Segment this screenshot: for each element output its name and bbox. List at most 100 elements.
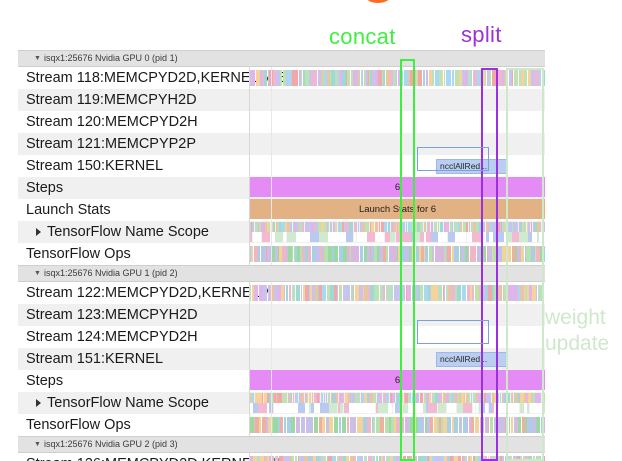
trace-event-block[interactable]	[323, 70, 324, 86]
trace-event-block[interactable]	[461, 393, 462, 403]
trace-event-block[interactable]	[314, 403, 320, 413]
trace-event-block[interactable]	[266, 246, 267, 262]
trace-event-block[interactable]	[312, 393, 313, 403]
trace-event-block[interactable]	[326, 417, 329, 433]
trace-event-block[interactable]	[360, 246, 363, 262]
trace-event-block[interactable]	[298, 403, 305, 413]
trace-event-block[interactable]	[374, 285, 376, 301]
name-scope-strip-upper[interactable]	[250, 222, 545, 232]
trace-event-block[interactable]	[446, 222, 449, 232]
trace-event-block[interactable]	[250, 70, 251, 86]
trace-event-block[interactable]	[517, 417, 518, 433]
trace-event-block[interactable]	[316, 456, 317, 461]
trace-event-block[interactable]	[385, 417, 389, 433]
trace-event-block[interactable]	[267, 417, 268, 433]
trace-event-block[interactable]	[417, 222, 420, 232]
trace-event-block[interactable]	[305, 403, 309, 413]
trace-event-block[interactable]	[343, 456, 346, 461]
trace-event-block[interactable]	[312, 246, 316, 262]
trace-event-block[interactable]	[275, 456, 276, 461]
trace-event-block[interactable]	[441, 417, 443, 433]
trace-event-block[interactable]	[435, 246, 438, 262]
trace-event-block[interactable]	[260, 456, 264, 461]
trace-event-block[interactable]	[377, 246, 379, 262]
trace-event-block[interactable]	[405, 393, 408, 403]
trace-event-block[interactable]	[262, 393, 263, 403]
trace-event-block[interactable]	[471, 417, 474, 433]
trace-event-block[interactable]	[293, 222, 294, 232]
trace-event-block[interactable]	[317, 393, 319, 403]
trace-event-block[interactable]	[523, 456, 525, 461]
trace-event-block[interactable]	[301, 70, 302, 86]
trace-event-block[interactable]	[538, 285, 542, 301]
trace-event-block[interactable]	[345, 222, 348, 232]
trace-event-block[interactable]	[518, 417, 521, 433]
trace-event-block[interactable]	[428, 403, 437, 413]
trace-event-block[interactable]	[408, 222, 411, 232]
trace-event-block[interactable]	[318, 70, 321, 86]
trace-event-block[interactable]	[493, 232, 496, 242]
trace-event-block[interactable]	[492, 246, 493, 262]
trace-event-block[interactable]	[482, 456, 484, 461]
trace-event-block[interactable]	[527, 403, 529, 413]
trace-event-block[interactable]	[499, 246, 502, 262]
trace-event-block[interactable]	[367, 246, 370, 262]
trace-event-block[interactable]	[331, 393, 332, 403]
trace-event-block[interactable]	[328, 246, 332, 262]
timeline-track[interactable]	[250, 221, 545, 243]
trace-event-block[interactable]	[405, 246, 409, 262]
trace-event-block[interactable]	[511, 393, 513, 403]
trace-event-block[interactable]	[434, 222, 437, 232]
trace-event-block[interactable]	[403, 403, 408, 413]
trace-event-block[interactable]	[518, 285, 520, 301]
trace-event-block[interactable]	[386, 456, 390, 461]
trace-event-block[interactable]	[384, 222, 387, 232]
trace-event-block[interactable]	[291, 417, 295, 433]
trace-event-block[interactable]	[277, 285, 281, 301]
trace-event-block[interactable]	[367, 222, 369, 232]
trace-event-block[interactable]	[509, 222, 512, 232]
trace-event-block[interactable]	[492, 70, 496, 86]
trace-event-block[interactable]	[523, 285, 524, 301]
trace-event-block[interactable]	[377, 456, 378, 461]
trace-event-block[interactable]	[322, 246, 323, 262]
trace-event-block[interactable]	[414, 222, 416, 232]
trace-event-block[interactable]	[488, 246, 492, 262]
trace-event-block[interactable]	[482, 393, 484, 403]
trace-event-block[interactable]	[258, 393, 260, 403]
trace-event-block[interactable]	[498, 70, 502, 86]
trace-event-block[interactable]	[426, 403, 428, 413]
trace-event-block[interactable]	[433, 246, 434, 262]
trace-event-block[interactable]	[513, 285, 517, 301]
trace-event-block[interactable]	[351, 70, 353, 86]
trace-event-block[interactable]	[288, 246, 292, 262]
trace-event-block[interactable]	[505, 403, 514, 413]
trace-event-block[interactable]	[473, 70, 477, 86]
trace-event-block[interactable]	[339, 456, 342, 461]
trace-event-block[interactable]	[291, 222, 292, 232]
trace-event-block[interactable]	[527, 393, 528, 403]
collapse-caret-icon[interactable]: ▼	[34, 270, 41, 277]
trace-event-block[interactable]	[438, 222, 439, 232]
trace-event-block[interactable]	[323, 246, 324, 262]
trace-event-block[interactable]	[314, 222, 315, 232]
trace-event-block[interactable]	[394, 285, 396, 301]
trace-event-block[interactable]	[482, 222, 485, 232]
trace-event-block[interactable]	[266, 417, 267, 433]
trace-event-block[interactable]	[298, 222, 299, 232]
trace-event-block[interactable]	[257, 456, 260, 461]
trace-event-block[interactable]	[454, 456, 458, 461]
trace-event-block[interactable]	[398, 70, 400, 86]
trace-event-block[interactable]	[366, 70, 368, 86]
trace-event-block[interactable]	[422, 456, 426, 461]
trace-event-block[interactable]	[351, 285, 352, 301]
trace-event-block[interactable]	[456, 393, 457, 403]
trace-event-block[interactable]	[363, 417, 367, 433]
trace-event-block[interactable]	[317, 456, 319, 461]
trace-event-block[interactable]	[367, 393, 369, 403]
trace-event-block[interactable]	[497, 285, 501, 301]
trace-event-block[interactable]	[441, 246, 444, 262]
trace-event-block[interactable]	[294, 246, 295, 262]
trace-event-block[interactable]	[475, 417, 479, 433]
trace-event-block[interactable]	[534, 232, 537, 242]
